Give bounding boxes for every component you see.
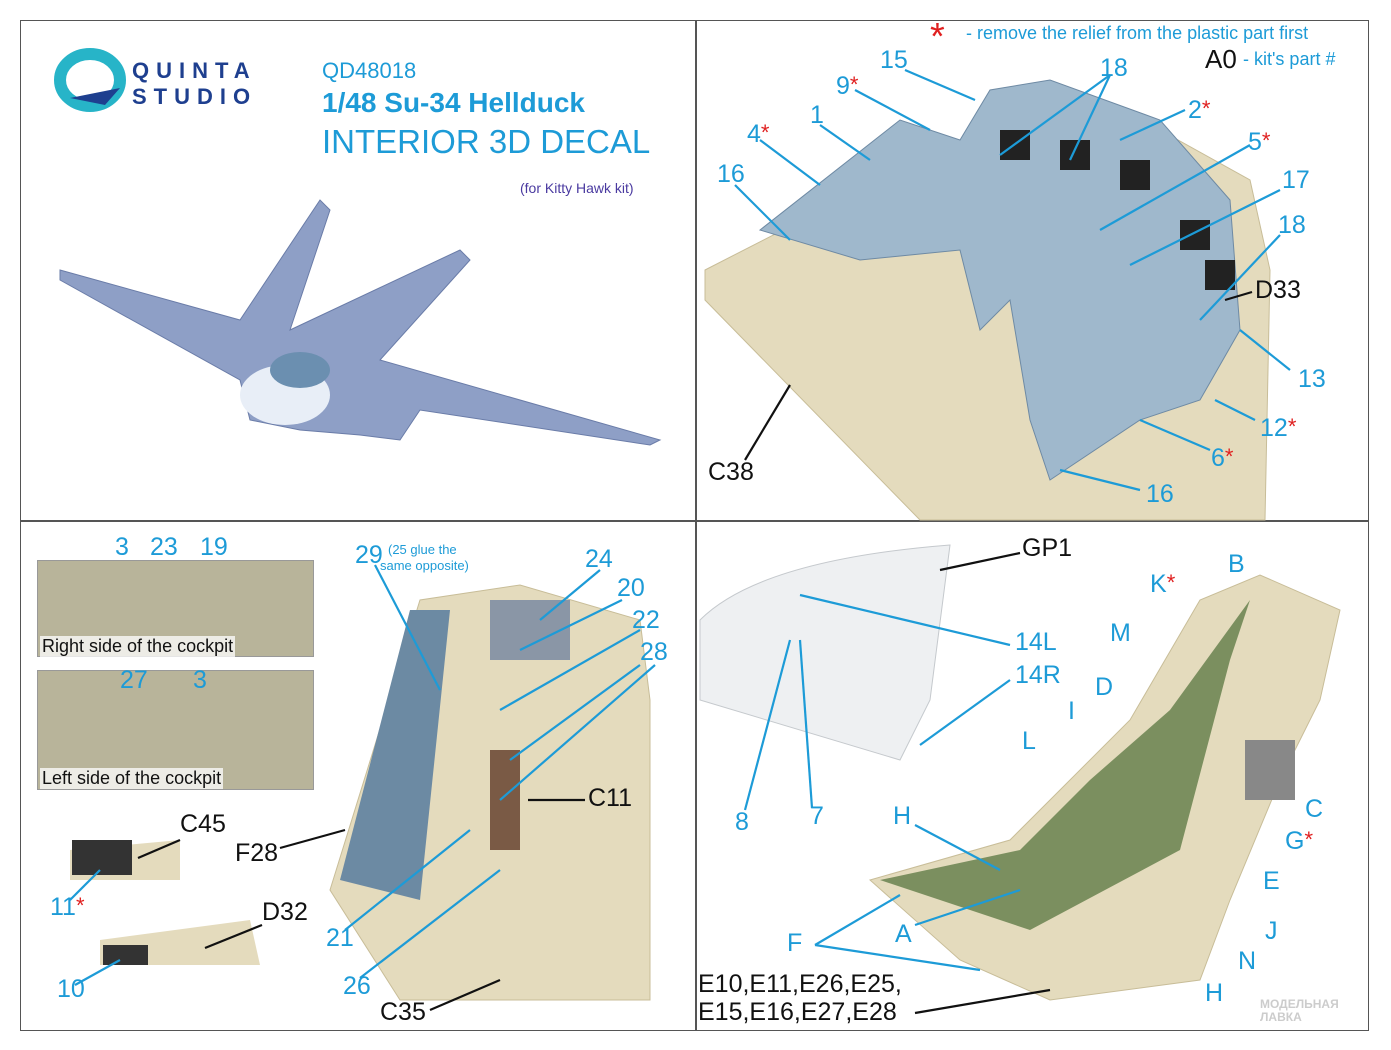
kit-note: (for Kitty Hawk kit)	[520, 180, 634, 196]
brand-line2: STUDIO	[132, 84, 258, 109]
seat-illustration	[699, 544, 1341, 1001]
callout: 22	[632, 606, 660, 634]
callout: 9*	[836, 72, 859, 100]
callout: K*	[1150, 570, 1176, 598]
callout: 8	[735, 808, 749, 836]
callout: 3	[193, 666, 207, 694]
callout: 10	[57, 975, 85, 1003]
callout: M	[1110, 619, 1131, 647]
product-title: 1/48 Su-34 Hellduck	[322, 87, 586, 118]
callout: C11	[588, 784, 633, 812]
callout: 29	[355, 541, 383, 569]
callout: C45	[180, 810, 226, 838]
callout: 5*	[1248, 128, 1271, 156]
product-code: QD48018	[322, 58, 417, 83]
callout: 27	[120, 666, 148, 694]
callout: 6*	[1211, 444, 1234, 472]
callout: B	[1228, 550, 1245, 578]
callout: I	[1068, 697, 1075, 725]
sheet-frame	[20, 20, 1369, 1031]
callout: D	[1095, 673, 1114, 701]
right-side-caption: Right side of the cockpit	[40, 636, 236, 657]
callout: D32	[262, 898, 308, 926]
sidewall-illustration	[70, 584, 651, 1001]
callout: 14R	[1015, 661, 1061, 689]
callout: N	[1238, 947, 1257, 975]
callout: L	[1022, 727, 1036, 755]
callout: 1	[810, 101, 824, 129]
leader-lines	[69, 68, 1291, 986]
callout: J	[1265, 917, 1278, 945]
note-29: (25 glue the	[388, 542, 457, 557]
logo-icon	[54, 48, 126, 112]
legend-part-example: A0	[1205, 44, 1237, 74]
callout: 16	[717, 160, 745, 188]
callout: 15	[880, 46, 908, 74]
callout: GP1	[1022, 534, 1073, 562]
callout: E	[1263, 867, 1280, 895]
callout: 13	[1298, 365, 1326, 393]
note-29b: same opposite)	[380, 558, 469, 573]
callout: F28	[235, 839, 279, 867]
callout: 11*	[50, 893, 85, 921]
callout: 21	[326, 924, 354, 952]
left-side-caption: Left side of the cockpit	[40, 768, 224, 789]
callout: H	[893, 802, 912, 830]
callout: 20	[617, 574, 645, 602]
callout: H	[1205, 979, 1224, 1007]
callout: 16	[1146, 480, 1174, 508]
star-icon: *	[930, 16, 945, 58]
parts-list-line2: E15,E16,E27,E28	[698, 998, 897, 1026]
callout: F	[787, 929, 803, 957]
callout: D33	[1255, 276, 1301, 304]
callout: C35	[380, 998, 426, 1026]
callout: 18	[1100, 54, 1128, 82]
callout: 4*	[747, 120, 770, 148]
callout: 3	[115, 533, 129, 561]
callout: C	[1305, 795, 1324, 823]
callout: 2*	[1188, 96, 1211, 124]
callout: 17	[1282, 166, 1310, 194]
brand-line1: QUINTA	[132, 58, 257, 83]
legend-star-text: - remove the relief from the plastic par…	[966, 23, 1309, 43]
callout: 7	[810, 802, 824, 830]
callout: 26	[343, 972, 371, 1000]
callout: 18	[1278, 211, 1306, 239]
callout: 23	[150, 533, 178, 561]
callout: C38	[708, 458, 754, 486]
aircraft-illustration	[59, 199, 662, 446]
product-subtitle: INTERIOR 3D DECAL	[322, 123, 651, 160]
callout: G*	[1285, 827, 1314, 855]
black-leader-lines	[137, 290, 1253, 1015]
callout: 24	[585, 545, 613, 573]
divider	[20, 520, 1369, 522]
callout: 19	[200, 533, 228, 561]
parts-list-line1: E10,E11,E26,E25,	[698, 970, 902, 998]
divider	[695, 20, 697, 1031]
callout: A	[895, 920, 912, 948]
callout: 14L	[1015, 628, 1057, 656]
callout: 12*	[1260, 414, 1297, 442]
cockpit-tub-illustration	[704, 79, 1271, 521]
callout: 28	[640, 638, 668, 666]
legend-part-text: - kit's part #	[1243, 49, 1336, 69]
